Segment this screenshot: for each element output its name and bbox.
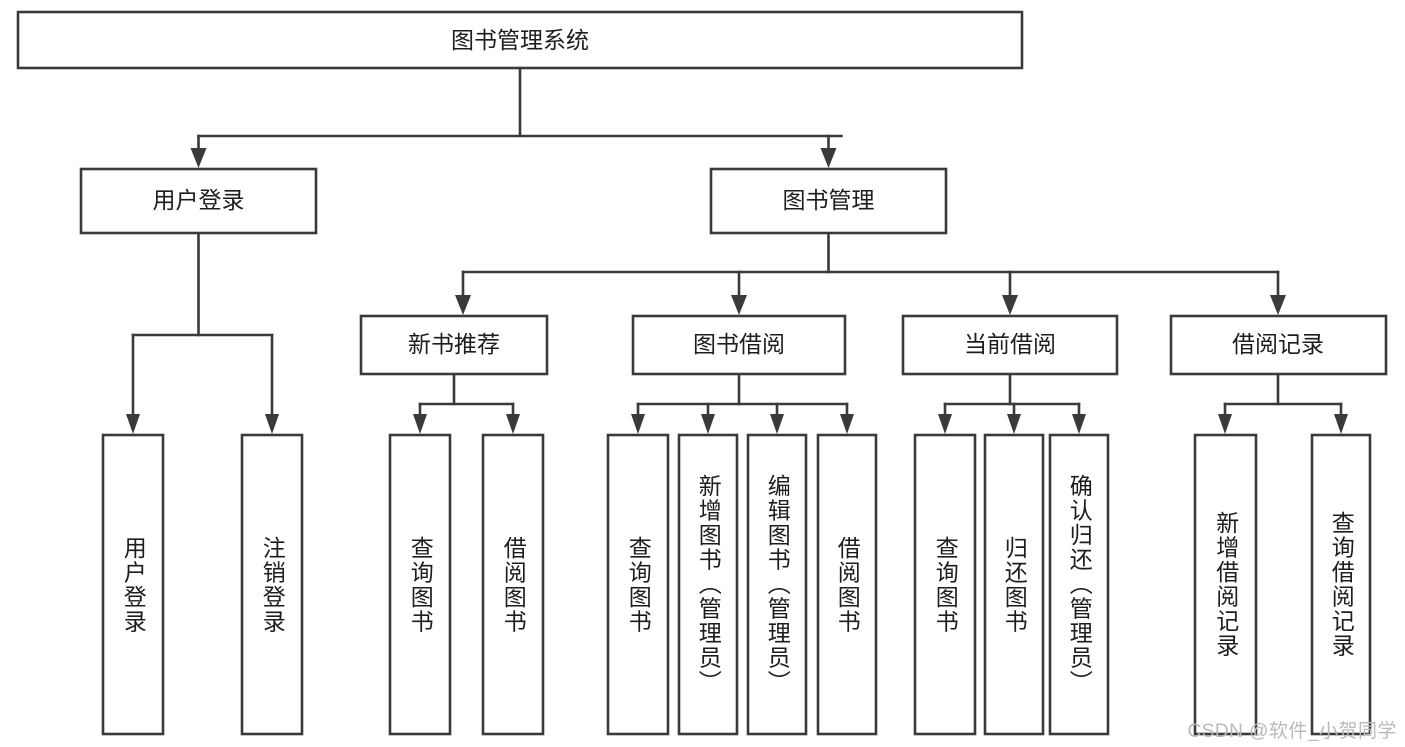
arrow-head-icon [1218,414,1232,434]
leaf-box[interactable] [1193,433,1258,736]
leaf-box[interactable] [240,433,304,736]
node-new-book-recommend[interactable]: 新书推荐 [359,314,549,376]
leaf-box[interactable] [481,433,545,736]
arrow-head-icon [701,414,715,434]
connector-userlogin-to-leaves [126,231,279,434]
arrow-head-icon [731,295,747,315]
leaf-box[interactable] [677,433,739,736]
node-book-manage-label: 图书管理 [783,187,875,213]
leaf-boxes [101,433,1372,736]
connector-newbook-to-leaves [413,372,520,434]
arrow-head-icon [1002,295,1018,315]
node-borrow-record-label: 借阅记录 [1232,331,1324,357]
connector-borrowrecord-to-leaves [1218,372,1348,434]
arrow-head-icon [506,414,520,434]
arrow-head-icon [265,414,279,434]
arrow-head-icon [1334,414,1348,434]
connector-bookborrow-to-leaves [631,372,854,434]
leaf-box[interactable] [816,433,878,736]
arrow-head-icon [455,295,471,315]
leaf-box[interactable] [913,433,977,736]
arrow-head-icon [770,414,784,434]
node-book-borrow-label: 图书借阅 [693,331,785,357]
node-user-login[interactable]: 用户登录 [79,167,318,235]
arrow-head-icon [1007,414,1021,434]
arrow-head-icon [413,414,427,434]
leaf-box[interactable] [1048,433,1110,736]
arrow-head-icon [1270,295,1286,315]
arrow-head-icon [126,414,140,434]
arrow-head-icon [938,414,952,434]
connector-currentborrow-to-leaves [938,372,1086,434]
node-book-borrow[interactable]: 图书借阅 [631,314,847,376]
node-borrow-record[interactable]: 借阅记录 [1169,314,1388,376]
node-root[interactable]: 图书管理系统 [16,10,1024,70]
connector-bookmanage-to-level3 [455,231,1286,315]
node-user-login-label: 用户登录 [153,187,245,213]
leaf-box[interactable] [746,433,808,736]
node-current-borrow[interactable]: 当前借阅 [901,314,1119,376]
arrow-head-icon [631,414,645,434]
leaf-box[interactable] [606,433,670,736]
connector-root-to-level2 [190,66,843,168]
leaf-box[interactable] [1310,433,1372,736]
watermark: CSDN @软件_小贺同学 [1187,721,1397,742]
leaf-box[interactable] [983,433,1045,736]
leaf-box[interactable] [101,433,165,736]
arrow-head-icon [1072,414,1086,434]
leaf-box[interactable] [388,433,452,736]
arrow-head-icon [840,414,854,434]
arrow-head-icon [820,148,837,168]
arrow-head-icon [190,148,207,168]
node-new-book-recommend-label: 新书推荐 [408,331,500,357]
node-book-manage[interactable]: 图书管理 [709,167,948,235]
node-root-label: 图书管理系统 [451,27,589,53]
node-current-borrow-label: 当前借阅 [964,331,1056,357]
